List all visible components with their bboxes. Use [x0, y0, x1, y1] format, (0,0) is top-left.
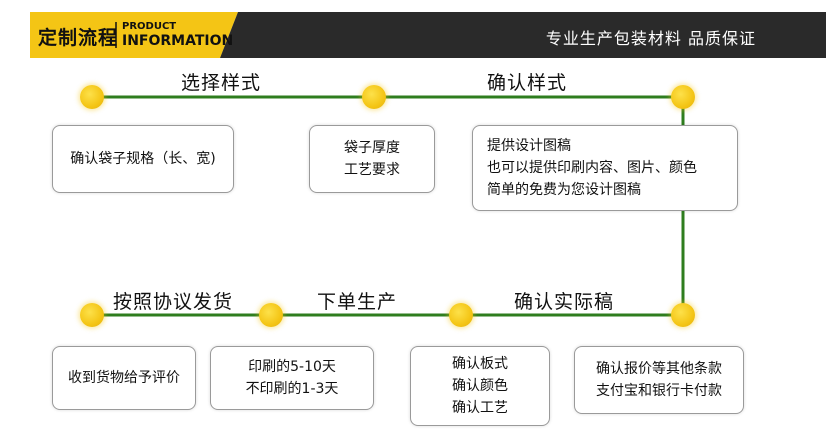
step-dot-3 — [671, 85, 695, 109]
step-dot-4 — [671, 303, 695, 327]
header-background — [30, 12, 826, 58]
info-box-text: 不印刷的1-3天 — [245, 381, 339, 397]
stage-label-ship: 按照协议发货 — [113, 291, 234, 313]
step-dot-7 — [80, 303, 104, 327]
header-slogan: 专业生产包装材料 品质保证 — [545, 29, 756, 48]
info-box-proof-check: 确认板式 确认颜色 确认工艺 — [410, 346, 550, 426]
header-title: 定制流程 — [38, 27, 119, 49]
info-box-text: 简单的免费为您设计图稿 — [487, 182, 641, 198]
header-subtitle-bottom: INFORMATION — [122, 33, 234, 49]
info-box-text: 支付宝和银行卡付款 — [596, 383, 722, 399]
step-dot-2 — [362, 85, 386, 109]
stage-label-production: 下单生产 — [317, 291, 398, 313]
info-box-text: 收到货物给予评价 — [68, 370, 180, 386]
stage-label-confirm-style: 确认样式 — [487, 72, 568, 94]
info-box-design: 提供设计图稿 也可以提供印刷内容、图片、颜色 简单的免费为您设计图稿 — [472, 125, 738, 211]
info-box-size: 确认袋子规格（长、宽) — [52, 125, 234, 193]
info-box-lead-time: 印刷的5-10天 不印刷的1-3天 — [210, 346, 374, 410]
info-box-text: 印刷的5-10天 — [248, 359, 336, 375]
info-box-text: 提供设计图稿 — [487, 138, 571, 154]
stage-label-confirm-proof: 确认实际稿 — [514, 291, 615, 313]
info-box-text: 确认工艺 — [452, 400, 508, 416]
stage-label-select-style: 选择样式 — [181, 72, 262, 94]
header-banner: 定制流程 PRODUCT INFORMATION 专业生产包装材料 品质保证 — [30, 12, 826, 58]
info-box-text: 确认袋子规格（长、宽) — [70, 151, 216, 167]
header-subtitle-top: PRODUCT — [122, 21, 177, 32]
info-box-text: 确认板式 — [452, 356, 508, 372]
info-box-text: 袋子厚度 — [344, 140, 400, 156]
step-dot-1 — [80, 85, 104, 109]
info-box-text: 确认报价等其他条款 — [596, 361, 722, 377]
info-box-payment: 确认报价等其他条款 支付宝和银行卡付款 — [574, 346, 744, 414]
step-dot-5 — [449, 303, 473, 327]
info-box-text: 也可以提供印刷内容、图片、颜色 — [487, 160, 697, 176]
step-dot-6 — [259, 303, 283, 327]
info-box-text: 工艺要求 — [344, 162, 400, 178]
info-box-text: 确认颜色 — [452, 378, 508, 394]
info-box-review: 收到货物给予评价 — [52, 346, 196, 410]
info-box-thickness: 袋子厚度 工艺要求 — [309, 125, 435, 193]
